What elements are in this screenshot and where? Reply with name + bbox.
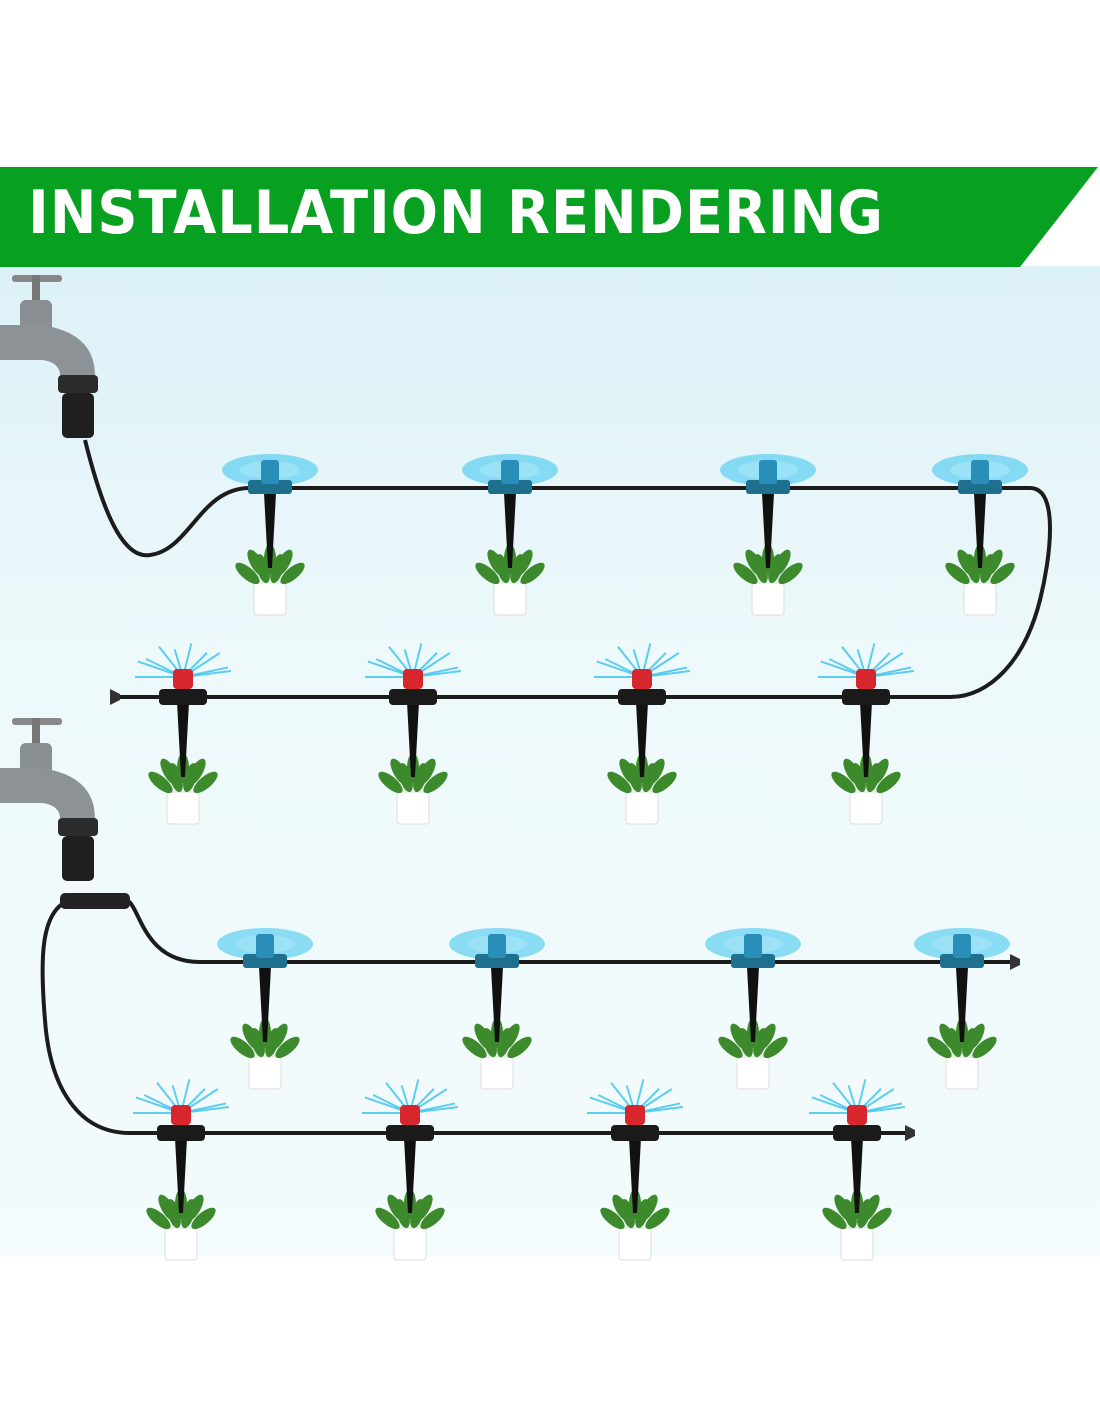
tee-fitting	[746, 480, 790, 494]
stake	[491, 967, 503, 1042]
potted-plant-icon	[462, 1018, 532, 1090]
potted-plant-icon	[945, 544, 1015, 616]
stake	[762, 493, 774, 568]
blue-sprinkler-unit	[222, 454, 318, 616]
tee-fitting	[833, 1125, 881, 1141]
sprinkler-head	[501, 460, 519, 484]
stake	[259, 967, 271, 1042]
potted-plant-icon	[148, 753, 218, 825]
stake	[175, 1138, 187, 1213]
tee-fitting	[940, 954, 984, 968]
sprinkler-head	[261, 460, 279, 484]
potted-plant-icon	[733, 544, 803, 616]
water-spray	[365, 643, 462, 678]
stake	[974, 493, 986, 568]
stake	[629, 1138, 641, 1213]
banner-title: INSTALLATION RENDERING	[28, 178, 884, 248]
red-sprinkler-unit	[135, 643, 232, 825]
potted-plant-icon	[600, 1189, 670, 1261]
potted-plant-icon	[831, 753, 901, 825]
tee-fitting	[248, 480, 292, 494]
red-sprinkler-unit	[362, 1079, 459, 1261]
stake	[177, 702, 189, 777]
tee-fitting	[386, 1125, 434, 1141]
potted-plant-icon	[718, 1018, 788, 1090]
pipe-2	[124, 898, 1020, 964]
blue-sprinkler-unit	[217, 928, 313, 1090]
blue-sprinkler-unit	[705, 928, 801, 1090]
stake	[264, 493, 276, 568]
blue-sprinkler-unit	[914, 928, 1010, 1090]
tee-connector	[60, 893, 130, 909]
red-sprinkler-unit	[365, 643, 462, 825]
tee-fitting	[243, 954, 287, 968]
sprinkler-head	[856, 669, 876, 689]
pipe-1	[83, 439, 1052, 699]
tee-fitting	[159, 689, 207, 705]
sprinkler-head	[403, 669, 423, 689]
blue-sprinkler-unit	[720, 454, 816, 616]
sprinkler-head	[173, 669, 193, 689]
end-cap	[1010, 954, 1020, 970]
potted-plant-icon	[607, 753, 677, 825]
sprinkler-head	[759, 460, 777, 484]
stake	[747, 967, 759, 1042]
sprinkler-head	[744, 934, 762, 958]
tee-fitting	[475, 954, 519, 968]
red-sprinkler-unit	[809, 1079, 906, 1261]
red-sprinkler-unit	[818, 643, 915, 825]
faucet-icon	[0, 275, 98, 438]
faucet-icon	[0, 718, 98, 881]
potted-plant-icon	[927, 1018, 997, 1090]
sprinkler-head	[171, 1105, 191, 1125]
stake	[851, 1138, 863, 1213]
tee-fitting	[731, 954, 775, 968]
potted-plant-icon	[375, 1189, 445, 1261]
stake	[956, 967, 968, 1042]
tee-fitting	[157, 1125, 205, 1141]
sprinkler-head	[625, 1105, 645, 1125]
red-sprinkler-unit	[587, 1079, 684, 1261]
sprinkler-head	[847, 1105, 867, 1125]
stake	[404, 1138, 416, 1213]
sprinkler-head	[953, 934, 971, 958]
blue-sprinkler-unit	[449, 928, 545, 1090]
stake	[504, 493, 516, 568]
sprinkler-head	[632, 669, 652, 689]
potted-plant-icon	[230, 1018, 300, 1090]
tee-fitting	[958, 480, 1002, 494]
stake	[860, 702, 872, 777]
sprinkler-head	[971, 460, 989, 484]
sprinkler-head	[488, 934, 506, 958]
tee-fitting	[488, 480, 532, 494]
tee-fitting	[611, 1125, 659, 1141]
sprinkler-head	[400, 1105, 420, 1125]
blue-sprinkler-unit	[462, 454, 558, 616]
stake	[636, 702, 648, 777]
red-sprinkler-unit	[133, 1079, 230, 1261]
potted-plant-icon	[475, 544, 545, 616]
end-cap	[905, 1125, 915, 1141]
blue-sprinkler-unit	[932, 454, 1028, 616]
red-sprinkler-unit	[594, 643, 691, 825]
sprinkler-head	[256, 934, 274, 958]
tee-fitting	[389, 689, 437, 705]
end-cap	[110, 689, 120, 705]
tee-fitting	[842, 689, 890, 705]
potted-plant-icon	[378, 753, 448, 825]
title-banner	[0, 167, 1098, 267]
potted-plant-icon	[822, 1189, 892, 1261]
pipe-3	[40, 898, 915, 1135]
stake	[407, 702, 419, 777]
tee-fitting	[618, 689, 666, 705]
